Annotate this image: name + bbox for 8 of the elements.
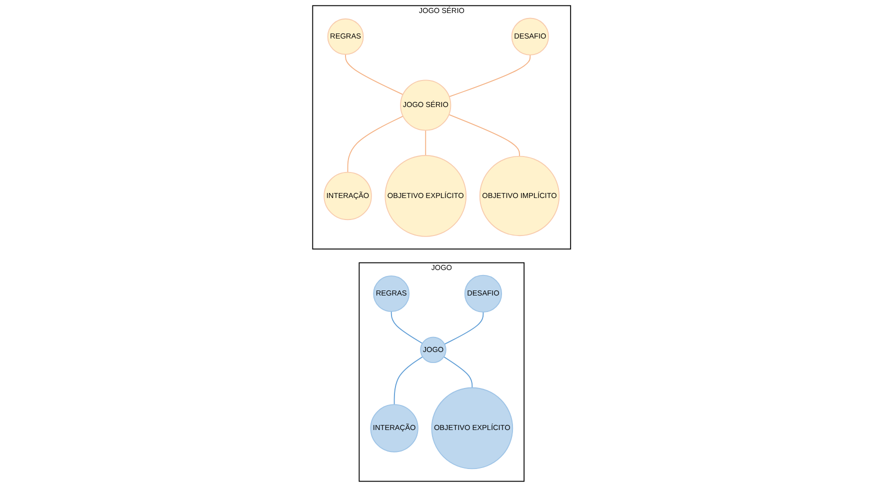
connector (394, 356, 424, 406)
connector (391, 311, 424, 344)
connector (448, 114, 520, 157)
connector (348, 116, 404, 173)
connector (345, 54, 404, 96)
connector (444, 356, 473, 388)
connector (449, 54, 531, 98)
connector (444, 312, 484, 345)
